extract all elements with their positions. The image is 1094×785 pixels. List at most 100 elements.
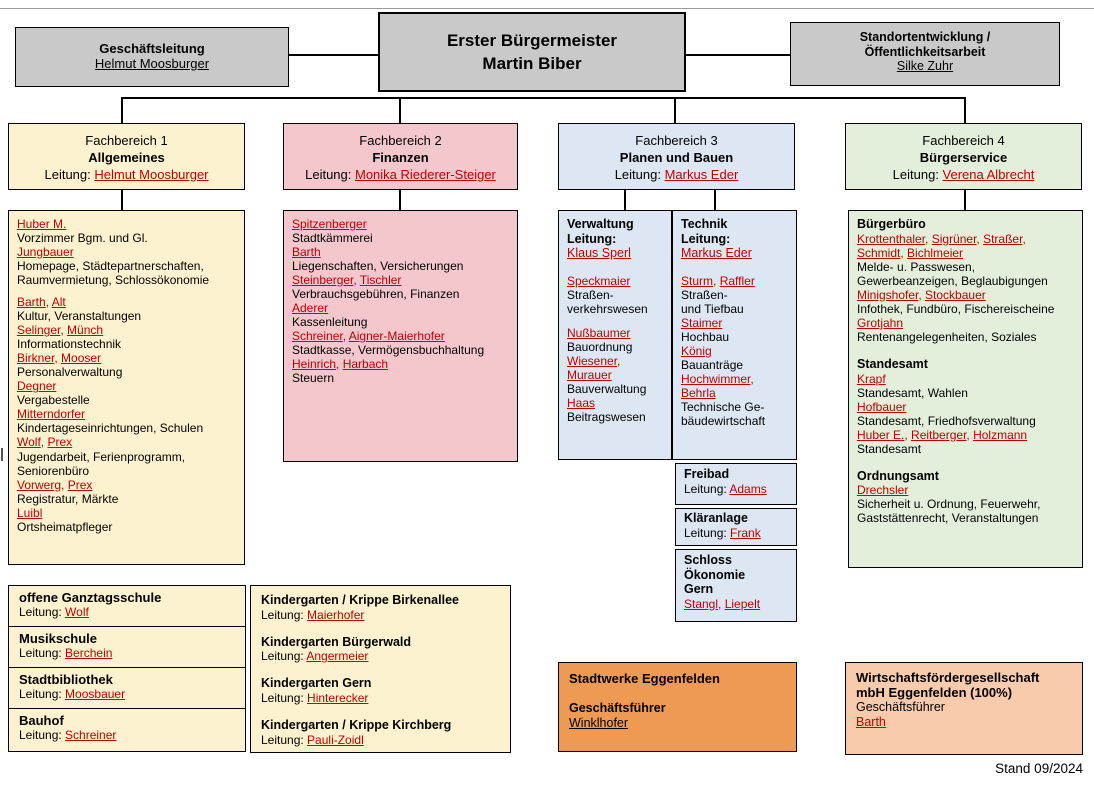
person-link[interactable]: Hinterecker: [307, 690, 369, 705]
person-link[interactable]: Vorwerg: [17, 477, 62, 492]
person-link[interactable]: Sigrüner: [931, 231, 977, 246]
person-link[interactable]: Frank: [730, 525, 761, 540]
person-names: Krapf: [857, 372, 886, 386]
leitung-label: Leitung:: [614, 166, 665, 182]
person-link[interactable]: Huber E.: [857, 427, 905, 442]
facility-leitung: Leitung: Schreiner: [19, 728, 235, 742]
person-link[interactable]: Aderer: [292, 301, 329, 316]
person-link[interactable]: Jungbauer: [17, 245, 74, 260]
person-link[interactable]: Stangl: [684, 596, 719, 611]
person-link[interactable]: Behrla: [681, 386, 716, 401]
geschaeftsleitung-box: Geschäftsleitung Helmut Moosburger: [15, 27, 289, 87]
person-link[interactable]: Luibl: [17, 505, 43, 520]
person-link[interactable]: Drechsler: [857, 483, 909, 498]
facility-box-musikschule: Musikschule Leitung: Berchein: [8, 626, 246, 668]
person-link[interactable]: Hofbauer: [857, 399, 907, 414]
person-link[interactable]: Raffler: [719, 273, 755, 288]
entry-desc: Bauanträge: [681, 358, 744, 373]
person-link[interactable]: Tischler: [359, 273, 402, 288]
person-link[interactable]: Markus Eder: [681, 246, 752, 261]
fachbereich-4-title: Fachbereich 4: [922, 133, 1005, 148]
person-link[interactable]: Selinger: [17, 323, 61, 338]
geschaeftsleitung-name-link[interactable]: Helmut Moosburger: [94, 56, 210, 72]
person-link[interactable]: Harbach: [342, 357, 389, 372]
person-link[interactable]: Moosbauer: [65, 687, 126, 702]
person-link[interactable]: Degner: [17, 379, 57, 394]
person-link[interactable]: Haas: [567, 396, 596, 411]
person-link[interactable]: Schmidt: [857, 245, 901, 260]
entry-desc: Kindertageseinrichtungen, Schulen: [17, 421, 204, 436]
person-link[interactable]: Aigner-Maierhofer: [348, 329, 445, 344]
person-link[interactable]: Prex: [47, 435, 73, 450]
standortentwicklung-name-link[interactable]: Silke Zuhr: [896, 59, 954, 74]
person-link[interactable]: Münch: [67, 323, 104, 338]
person-link[interactable]: Klaus Sperl: [567, 246, 631, 261]
person-link[interactable]: Adams: [729, 481, 767, 496]
name-separator: ,: [966, 427, 974, 442]
person-link[interactable]: Krottenthaler: [857, 231, 926, 246]
person-names: Nußbaumer: [567, 326, 630, 340]
person-link[interactable]: Helmut Moosburger: [94, 166, 209, 182]
person-link[interactable]: Wiesener: [567, 354, 618, 369]
person-link[interactable]: Murauer: [567, 368, 612, 383]
person-link[interactable]: Heinrich: [292, 357, 337, 372]
person-link[interactable]: Verena Albrecht: [942, 166, 1035, 182]
person-link[interactable]: Huber M.: [17, 217, 67, 231]
person-link[interactable]: Steinberger: [292, 273, 354, 288]
person-link[interactable]: Schreiner: [65, 728, 117, 743]
person-link[interactable]: Nußbaumer: [567, 325, 631, 340]
person-link[interactable]: Wolf: [17, 435, 41, 450]
person-link[interactable]: Monika Riederer-Steiger: [354, 166, 496, 182]
person-link[interactable]: Bichlmeier: [907, 245, 964, 260]
person-link[interactable]: Straßer: [983, 231, 1023, 246]
person-link[interactable]: Markus Eder: [664, 166, 739, 182]
entry-desc: Jugendarbeit, Ferienprogramm, Seniorenbü…: [17, 449, 186, 478]
person-link[interactable]: Barth: [292, 245, 321, 260]
person-names: Huber E., Reitberger, Holzmann: [857, 428, 1027, 442]
person-link[interactable]: Liepelt: [724, 596, 761, 611]
person-link[interactable]: Mitterndorfer: [17, 407, 86, 422]
stadtwerke-name-link[interactable]: Winklhofer: [569, 715, 629, 730]
person-link[interactable]: Prex: [67, 477, 93, 492]
verwaltung-title: Verwaltung: [567, 217, 634, 231]
person-link[interactable]: Spitzenberger: [292, 217, 367, 231]
person-names: Barth, Alt: [17, 295, 66, 309]
person-link[interactable]: Krapf: [857, 371, 886, 386]
person-link[interactable]: Barth: [17, 295, 46, 310]
entry-desc: Beitragswesen: [567, 410, 646, 425]
connector-line: [121, 189, 123, 211]
person-link[interactable]: Alt: [51, 295, 66, 310]
person-link[interactable]: Minigshofer: [857, 287, 919, 302]
person-link[interactable]: König: [681, 344, 712, 359]
entry-desc: Standesamt, Wahlen: [857, 385, 968, 400]
person-link[interactable]: Wolf: [65, 605, 89, 620]
person-link[interactable]: Birkner: [17, 351, 55, 366]
fachbereich-2-subtitle: Finanzen: [372, 149, 429, 165]
entry-desc: Hochbau: [681, 330, 730, 344]
person-link[interactable]: Reitberger: [911, 427, 967, 442]
person-link[interactable]: Berchein: [65, 646, 113, 661]
kindergarten-entry: Kindergarten / Krippe Birkenallee Leitun…: [261, 593, 500, 622]
person-link[interactable]: Pauli-Zoidl: [307, 732, 364, 747]
person-link[interactable]: Schreiner: [292, 329, 343, 344]
person-names: Selinger, Münch: [17, 323, 103, 337]
person-link[interactable]: Grotjahn: [857, 315, 904, 330]
person-link[interactable]: Stockbauer: [925, 287, 986, 302]
person-link[interactable]: Staimer: [681, 315, 723, 330]
person-link[interactable]: Sturm: [681, 273, 714, 288]
leitung-label: Leitung:: [892, 166, 943, 182]
wifoe-name-link[interactable]: Barth: [856, 715, 886, 730]
person-link[interactable]: Angermeier: [306, 649, 369, 664]
kindergarten-entry: Kindergarten Bürgerwald Leitung: Angerme…: [261, 635, 500, 664]
fachbereich-4-header: Fachbereich 4 Bürgerservice Leitung: Ver…: [845, 123, 1082, 190]
person-link[interactable]: Hochwimmer: [681, 372, 751, 387]
person-link[interactable]: Speckmaier: [567, 273, 631, 288]
person-link[interactable]: Mooser: [61, 351, 102, 366]
person-link[interactable]: Maierhofer: [307, 607, 365, 622]
leitung-label: Leitung:: [19, 646, 66, 661]
person-link[interactable]: Holzmann: [973, 427, 1028, 442]
